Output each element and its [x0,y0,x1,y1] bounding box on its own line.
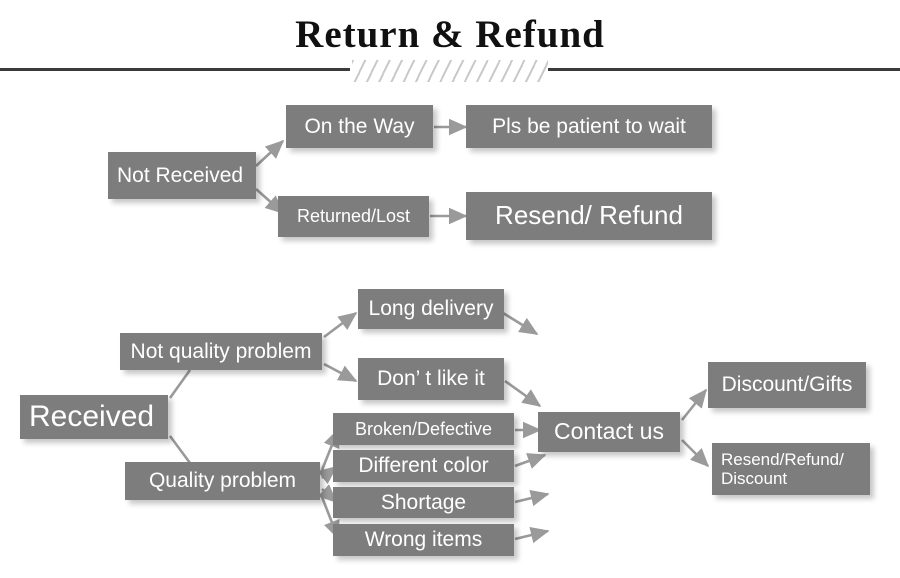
node-resend-refund[interactable]: Resend/ Refund [466,192,712,240]
node-long-delivery[interactable]: Long delivery [358,289,504,329]
arrow-long-delivery-to-contact-us [502,311,539,336]
arrow-different-color-to-contact-us [514,453,547,469]
node-on-the-way[interactable]: On the Way [286,105,433,148]
node-different-color[interactable]: Different color [333,450,514,482]
node-wrong-items[interactable]: Wrong items [333,524,514,556]
node-dont-like-it[interactable]: Don’ t like it [358,358,504,400]
line-received-to-not-quality-problem [168,369,192,399]
node-resend-refund-discount[interactable]: Resend/Refund/ Discount [712,443,870,495]
node-shortage[interactable]: Shortage [333,487,514,518]
page-title: Return & Refund [295,13,605,56]
node-discount-gifts[interactable]: Discount/Gifts [708,362,866,408]
arrow-not-received-to-on-the-way [255,139,285,167]
line-received-to-quality-problem [168,435,192,464]
node-returned-lost[interactable]: Returned/Lost [278,196,429,237]
divider-rule-left [0,68,350,71]
arrow-wrong-items-to-contact-us [514,526,550,544]
arrow-contact-us-to-discount-gifts [680,388,708,421]
node-broken-defective[interactable]: Broken/Defective [333,413,514,445]
arrow-not-quality-to-dont-like-it [323,362,358,383]
node-not-quality-problem[interactable]: Not quality problem [120,333,322,370]
node-quality-problem[interactable]: Quality problem [125,462,320,500]
divider-rule-right [548,68,900,71]
arrow-not-quality-to-long-delivery [323,311,358,339]
arrow-shortage-to-contact-us [514,489,550,507]
node-contact-us[interactable]: Contact us [538,412,680,452]
node-received[interactable]: Received [20,395,168,439]
arrow-dont-like-it-to-contact-us [504,379,542,408]
title-divider [0,60,900,82]
node-not-received[interactable]: Not Received [108,152,256,199]
diagonal-hatch-icon [352,60,548,82]
node-pls-be-patient-to-wait[interactable]: Pls be patient to wait [466,105,712,148]
arrow-contact-us-to-resend-refund-discount [681,439,710,468]
